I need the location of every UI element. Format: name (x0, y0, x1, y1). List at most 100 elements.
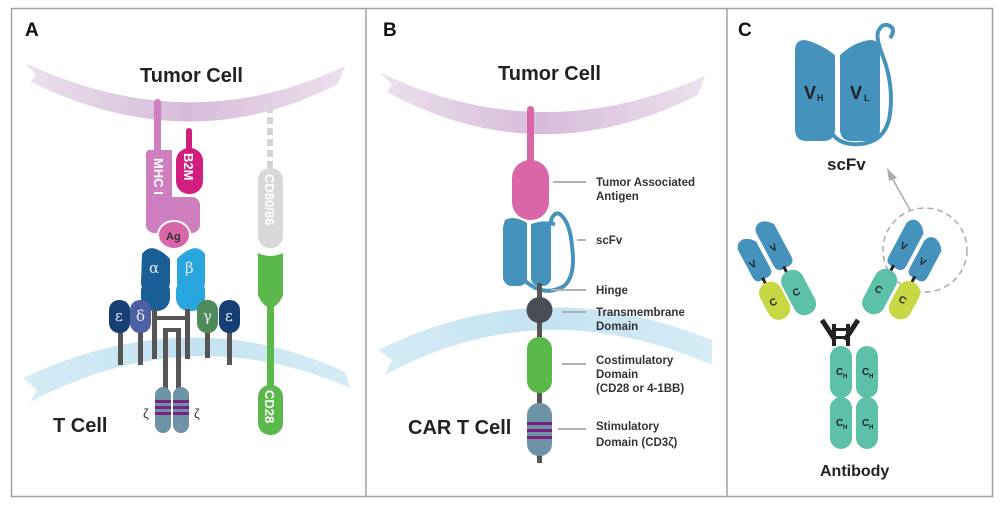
mhc-i-molecule (145, 150, 200, 233)
callout-text: Tumor Associated (596, 177, 695, 189)
tcr-alpha-lower (141, 278, 170, 311)
panel-b: B Tumor Cell CAR T Cell Tumor Associated (378, 20, 712, 463)
vl-domain (840, 40, 880, 141)
scfv-caption: scFv (827, 155, 866, 174)
fc-ch-3: C (836, 418, 843, 429)
callout-text: Domain (596, 369, 638, 381)
b2m-label: B2M (181, 153, 196, 180)
callout-tumor-antigen: Tumor Associated Antigen (553, 177, 695, 203)
panel-letter-b: B (383, 20, 397, 41)
ab-vl-left: V (748, 259, 759, 272)
scfv-detail: V H V L (795, 22, 895, 147)
arrow-head-icon (887, 168, 897, 181)
ab-ch-right: C (872, 284, 884, 297)
epsilon-right-label: ε (225, 307, 233, 325)
antigen-label: Ag (166, 231, 181, 243)
tumor-associated-antigen (512, 160, 549, 220)
ab-vh-right: V (898, 240, 909, 253)
fc-ch-sub: H (843, 374, 847, 380)
fc-ch-sub: H (869, 374, 873, 380)
ab-vl-right: V (917, 256, 928, 269)
antibody: V V C C V V C C (737, 219, 942, 449)
car-t-cell-membrane (378, 307, 712, 375)
cd28-head (258, 253, 283, 307)
callout-hinge: Hinge (551, 285, 628, 297)
car-scfv (503, 211, 575, 293)
zeta-left-label: ζ (143, 406, 149, 421)
cd3-epsilon-right-stalk (227, 325, 232, 365)
callout-text: Domain (596, 321, 638, 333)
cd80-label: CD80/86 (262, 174, 277, 225)
cd3-epsilon-left-stalk (118, 325, 123, 365)
gamma-label: γ (203, 307, 212, 325)
cd3-zeta-right (173, 387, 189, 433)
b2m-stalk (186, 128, 192, 153)
antibody-caption: Antibody (820, 463, 889, 480)
ab-cl-right: C (896, 294, 908, 307)
callout-text: Costimulatory (596, 355, 674, 367)
vh-domain (795, 40, 835, 141)
cd28-stalk (267, 300, 274, 390)
delta-label: δ (136, 307, 145, 325)
beta-label: β (185, 259, 194, 277)
panel-c: C V H V L scFv V V (737, 20, 968, 480)
cd3-delta-stalk (138, 325, 143, 365)
vh-sub: H (817, 93, 824, 103)
callout-text: Transmembrane (596, 307, 685, 319)
cd28-label: CD28 (262, 390, 277, 423)
vl-sub: L (864, 93, 870, 103)
scfv-highlight-circle (882, 207, 968, 293)
costimulatory-domain (527, 337, 552, 393)
tumor-cell-membrane (25, 63, 345, 122)
alpha-label: α (149, 259, 159, 277)
t-cell-label: T Cell (53, 415, 107, 437)
panel-letter-a: A (25, 20, 39, 41)
mhc-label: MHC I (151, 158, 166, 195)
vl-label: V (850, 83, 862, 103)
tumor-cell-membrane-b (379, 72, 705, 135)
callout-text: scFv (596, 235, 623, 247)
callout-transmembrane: Transmembrane Domain (562, 307, 685, 333)
transmembrane-domain (526, 297, 553, 323)
callout-text: Antigen (596, 191, 639, 203)
ab-cl-left: C (768, 296, 780, 309)
callout-scfv: scFv (577, 235, 623, 247)
cd28-molecule (258, 385, 283, 435)
panel-a: A Tumor Cell T Cell MHC I B2M Ag α β (23, 20, 350, 437)
cd3-delta (130, 300, 151, 333)
tcr-transmembrane-stalks (152, 309, 190, 394)
antigen (157, 220, 191, 250)
ab-vh-left: V (768, 242, 779, 255)
fc-ch-1: C (836, 367, 843, 378)
callout-text: Domain (CD3ζ) (596, 437, 677, 449)
ab-ch-left: C (791, 286, 803, 299)
fc-ch-sub: H (843, 425, 847, 431)
fc-ch-2: C (862, 367, 869, 378)
cd3-zeta-left (155, 387, 171, 433)
fc-ch-sub: H (869, 425, 873, 431)
callout-text: Stimulatory (596, 421, 660, 433)
cd80-86-molecule (258, 168, 283, 248)
callout-text: (CD28 or 4-1BB) (596, 383, 684, 395)
tcr-beta-lower (176, 278, 205, 311)
tumor-cell-label-b: Tumor Cell (498, 63, 601, 85)
scfv-linker (828, 22, 895, 147)
fc-ch-4: C (862, 418, 869, 429)
vh-label: V (804, 83, 816, 103)
mhc-stalk (154, 99, 161, 159)
callout-text: Hinge (596, 285, 628, 297)
stimulatory-domain-cd3z (527, 403, 552, 456)
epsilon-left-label: ε (115, 307, 123, 325)
car-t-cell-label: CAR T Cell (408, 417, 511, 439)
tcr-beta-upper (176, 248, 205, 289)
tumor-cell-label: Tumor Cell (140, 65, 243, 87)
cd3-epsilon-right (219, 300, 240, 333)
cd3-gamma (197, 300, 218, 333)
b2m-molecule (176, 148, 203, 194)
cd3-epsilon-left (109, 300, 130, 333)
callout-costimulatory: Costimulatory Domain (CD28 or 4-1BB) (562, 355, 684, 395)
zeta-right-label: ζ (194, 406, 200, 421)
tcr-alpha-upper (141, 248, 170, 289)
cd3-gamma-stalk (205, 325, 210, 358)
